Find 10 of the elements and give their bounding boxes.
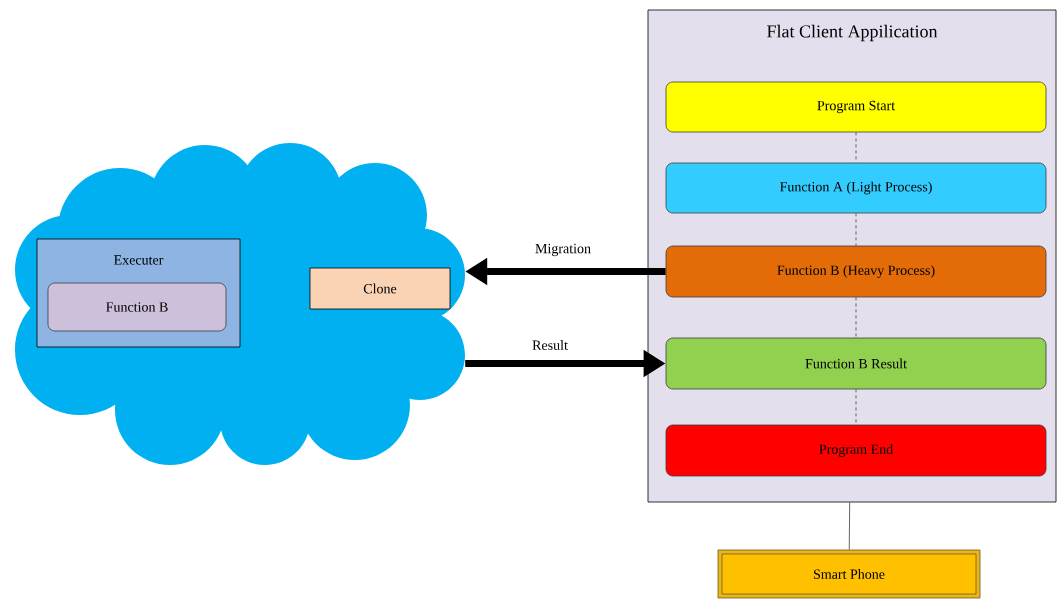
clone-box: Clone <box>309 267 451 310</box>
process-box: Program Start <box>665 81 1047 133</box>
device-box: Smart Phone <box>717 549 981 599</box>
process-box: Function B Result <box>665 337 1047 390</box>
edge-label: Result <box>531 339 569 351</box>
edge-label: Migration <box>534 242 592 258</box>
process-box: Program End <box>665 424 1047 477</box>
process-box: Function A (Light Process) <box>665 162 1047 214</box>
process-box: Function B (Heavy Process) <box>665 245 1047 298</box>
function-box: Function B <box>47 282 227 332</box>
